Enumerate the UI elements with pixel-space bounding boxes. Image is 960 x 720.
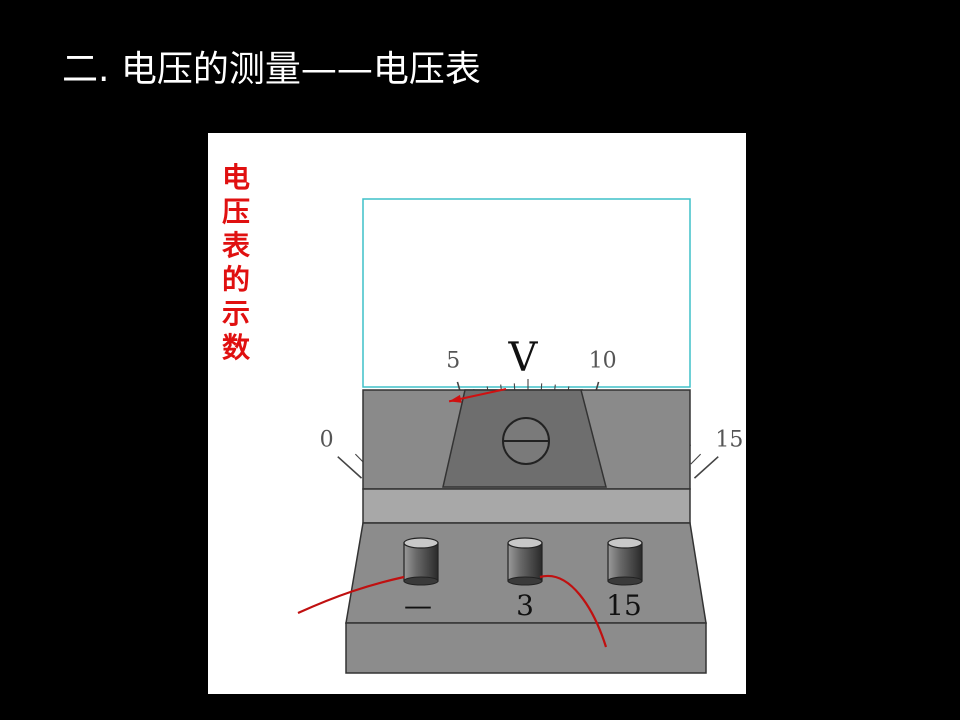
upper-scale-label-5: 5 — [446, 348, 460, 373]
scale-tick — [337, 456, 363, 479]
terminal-label-negative: — — [404, 589, 432, 622]
zero-adjust-screw-icon[interactable] — [502, 417, 550, 465]
terminal-15v[interactable] — [607, 537, 643, 586]
voltmeter-diagram: 0 5 10 15 0 1 2 3 V — [297, 198, 743, 674]
upper-scale-label-0: 0 — [320, 428, 334, 453]
scale-tick — [693, 456, 719, 479]
terminal-negative[interactable] — [403, 537, 439, 586]
voltmeter-figure: 电压表的示数 0 5 10 15 0 1 2 3 V — [208, 133, 746, 694]
meter-step — [362, 488, 691, 524]
unit-symbol: V — [508, 335, 539, 381]
dial-face — [362, 198, 691, 388]
terminal-label-15: 15 — [606, 589, 642, 622]
upper-scale-label-15: 15 — [715, 428, 743, 453]
upper-scale-label-10: 10 — [589, 348, 617, 373]
slide-title: 二. 电压的测量——电压表 — [62, 49, 481, 90]
wire-3v — [539, 574, 608, 648]
needle-tip — [449, 394, 462, 403]
wire-negative — [297, 575, 405, 615]
meter-base — [345, 622, 707, 674]
terminal-3v[interactable] — [507, 537, 543, 586]
terminal-label-3: 3 — [516, 589, 534, 622]
side-label: 电压表的示数 — [221, 161, 250, 364]
scale-tick — [690, 453, 702, 465]
